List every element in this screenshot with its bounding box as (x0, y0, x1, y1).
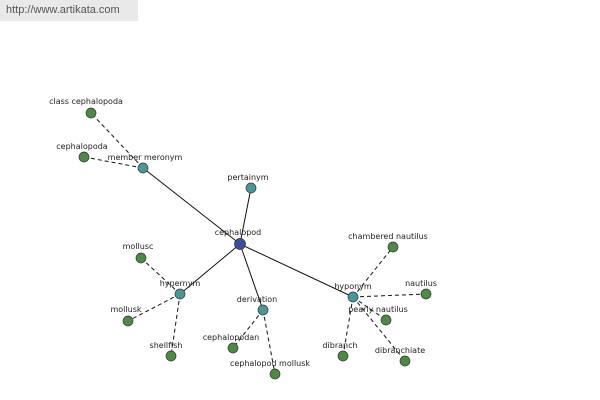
edge-derivation-to-cephalopodan (232, 309, 264, 349)
node-label-chambered-nautilus: chambered nautilus (348, 232, 428, 241)
node-cephalopod-mollusk[interactable] (269, 368, 281, 380)
edge-hyponym-to-chambered-nautilus (352, 246, 394, 298)
graph-nodes (78, 107, 432, 380)
node-chambered-nautilus[interactable] (387, 241, 399, 253)
edge-cephalopod-to-derivation (239, 243, 264, 311)
edge-hyponym-to-nautilus (352, 293, 427, 298)
node-shellfish[interactable] (165, 350, 177, 362)
node-dibranchiate[interactable] (399, 355, 411, 367)
node-label-shellfish: shellfish (150, 341, 183, 350)
node-label-hypernym: hypernym (160, 279, 201, 288)
edge-hypernym-to-shellfish (170, 293, 181, 357)
edge-derivation-to-cephalopod-mollusk (262, 309, 276, 375)
edge-hyponym-to-dibranch (342, 296, 354, 357)
node-pearly-nautilus[interactable] (380, 314, 392, 326)
node-hypernym[interactable] (174, 288, 186, 300)
node-member-meronym[interactable] (137, 162, 149, 174)
node-label-mollusc: mollusc (123, 242, 154, 251)
node-label-cephalopoda: cephalopoda (56, 142, 108, 151)
node-label-hyponym: hyponym (334, 282, 372, 291)
node-class-cephalopoda[interactable] (85, 107, 97, 119)
node-label-derivation: derivation (237, 295, 277, 304)
node-pertainym[interactable] (245, 182, 257, 194)
node-label-pertainym: pertainym (227, 173, 268, 182)
node-label-cephalopod-mollusk: cephalopod mollusk (230, 359, 310, 368)
node-cephalopod[interactable] (234, 238, 246, 250)
node-label-class-cephalopoda: class cephalopoda (49, 97, 123, 106)
node-hyponym[interactable] (347, 291, 359, 303)
node-label-dibranchiate: dibranchiate (375, 346, 425, 355)
node-label-dibranch: dibranch (322, 341, 357, 350)
edge-member-meronym-to-cephalopoda (83, 156, 144, 169)
node-label-pearly-nautilus: pearly nautilus (348, 305, 408, 314)
node-dibranch[interactable] (337, 350, 349, 362)
node-label-nautilus: nautilus (405, 279, 437, 288)
node-label-cephalopod: cephalopod (215, 228, 262, 237)
edge-hypernym-to-mollusk (127, 293, 181, 322)
node-mollusc[interactable] (135, 252, 147, 264)
edge-hypernym-to-mollusc (140, 257, 181, 295)
node-label-cephalopodan: cephalopodan (203, 333, 260, 342)
node-label-mollusk: mollusk (110, 305, 141, 314)
edge-member-meronym-to-class-cephalopoda (90, 112, 144, 169)
node-nautilus[interactable] (420, 288, 432, 300)
node-cephalopoda[interactable] (78, 151, 90, 163)
graph-edges (83, 112, 427, 375)
watermark-url: http://www.artikata.com (0, 0, 138, 21)
edge-cephalopod-to-hypernym (179, 243, 241, 295)
node-label-member-meronym: member meronym (108, 153, 183, 162)
node-mollusk[interactable] (122, 315, 134, 327)
node-cephalopodan[interactable] (227, 342, 239, 354)
edge-cephalopod-to-pertainym (239, 187, 252, 245)
node-derivation[interactable] (257, 304, 269, 316)
edge-cephalopod-to-hyponym (239, 243, 354, 298)
edge-cephalopod-to-member-meronym (142, 167, 241, 245)
